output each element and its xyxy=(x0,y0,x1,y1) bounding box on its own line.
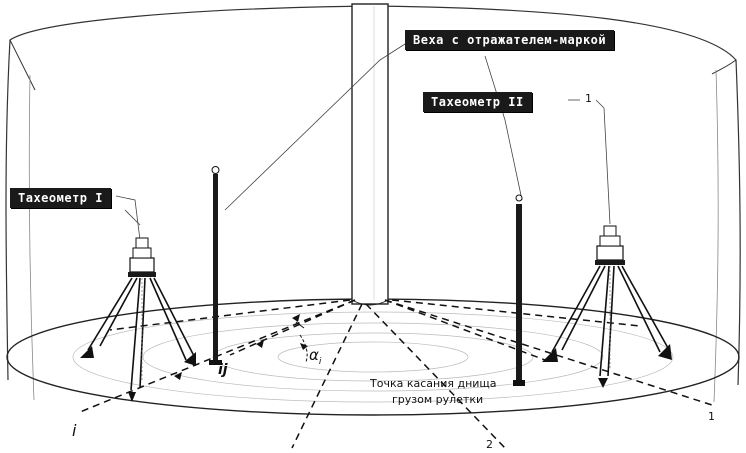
label-tacheometer-2: Тахеометр II xyxy=(423,92,532,112)
angle-arc xyxy=(295,321,308,363)
mark-i: i xyxy=(72,421,77,440)
label-touch-point-line2: грузом рулетки xyxy=(392,393,484,406)
mark-2-bottom: 2 xyxy=(486,438,493,451)
central-column xyxy=(351,3,389,306)
tripod-right xyxy=(542,225,672,388)
mark-alpha-symbol: α xyxy=(309,346,319,364)
mark-alpha-sub: i xyxy=(318,357,322,367)
radial-lines xyxy=(79,299,713,449)
mark-1-top: 1 xyxy=(585,92,592,105)
leader-lines xyxy=(115,43,611,241)
label-touch-point-line1: Точка касания днища xyxy=(370,377,497,390)
pole-left xyxy=(209,166,222,365)
mark-alpha: αi xyxy=(309,346,321,367)
label-tacheometer-1: Тахеометр I xyxy=(10,188,111,208)
tripod-left xyxy=(80,237,196,402)
pole-right xyxy=(513,194,525,386)
mark-1-bottom: 1 xyxy=(708,410,715,423)
direction-arrows xyxy=(174,314,300,380)
mark-ij: ij xyxy=(218,362,228,378)
label-pole-reflector: Веха с отражателем-маркой xyxy=(405,30,615,50)
